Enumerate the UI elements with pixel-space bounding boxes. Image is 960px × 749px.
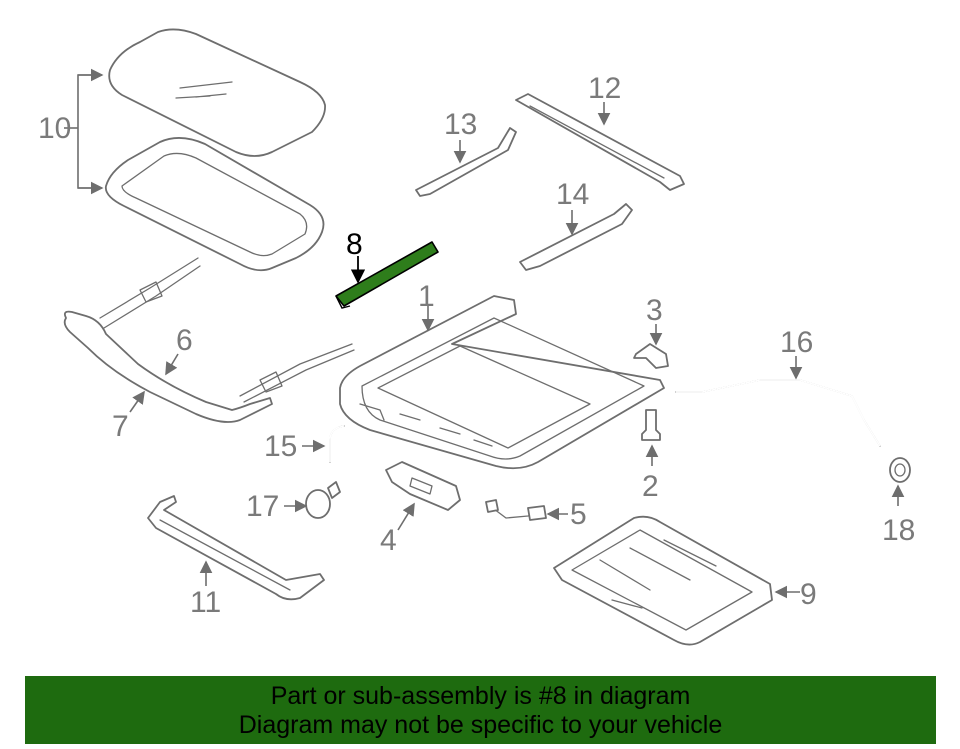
callout-9: 9 xyxy=(800,578,817,611)
callout-10: 10 xyxy=(38,112,71,145)
part-10-glass-frame xyxy=(104,137,325,272)
callout-15: 15 xyxy=(264,430,297,463)
part-2-bolt xyxy=(641,409,661,441)
callout-6-leader xyxy=(165,353,179,376)
part-1-sunroof-frame xyxy=(339,295,665,470)
callout-18: 18 xyxy=(882,514,915,547)
callout-1: 1 xyxy=(418,280,435,313)
callout-2: 2 xyxy=(642,470,659,503)
part-8-seal-highlighted xyxy=(335,241,439,309)
part-12-deflector xyxy=(515,93,685,191)
part-11-wind-deflector xyxy=(147,495,325,601)
callout-4: 4 xyxy=(380,524,397,557)
part-13-bracket xyxy=(415,127,517,197)
banner-line-1: Part or sub-assembly is #8 in diagram xyxy=(270,682,691,710)
callout-8: 8 xyxy=(346,228,363,261)
part-16-drain-hose xyxy=(675,379,881,447)
part-3-clip xyxy=(633,343,669,369)
callout-13: 13 xyxy=(444,108,477,141)
part-14-bracket xyxy=(519,203,633,271)
banner-line-2: Diagram may not be specific to your vehi… xyxy=(238,711,723,739)
part-18-grommet xyxy=(889,457,911,483)
part-4-motor xyxy=(385,461,461,511)
callout-5: 5 xyxy=(570,498,587,531)
part-6-7-guide-rails xyxy=(63,257,355,423)
part-15-hose-end xyxy=(329,425,345,463)
callout-12: 12 xyxy=(588,72,621,105)
info-banner: Part or sub-assembly is #8 in diagram Di… xyxy=(25,676,936,744)
callout-14: 14 xyxy=(556,178,589,211)
part-10-glass-panel xyxy=(108,28,326,157)
parts-diagram: 10 6 7 8 13 12 14 1 xyxy=(38,28,915,646)
callout-16: 16 xyxy=(780,326,813,359)
callout-17: 17 xyxy=(246,490,279,523)
callout-3: 3 xyxy=(646,294,663,327)
callout-4-leader xyxy=(397,502,415,531)
part-9-sunshade xyxy=(553,515,773,646)
callout-7: 7 xyxy=(112,410,129,443)
callout-11: 11 xyxy=(190,586,221,619)
callout-10-leader xyxy=(64,68,104,195)
callout-7-leader xyxy=(129,390,145,413)
part-17-plug xyxy=(305,481,341,519)
part-5-harness xyxy=(485,499,547,521)
callout-6: 6 xyxy=(176,324,193,357)
